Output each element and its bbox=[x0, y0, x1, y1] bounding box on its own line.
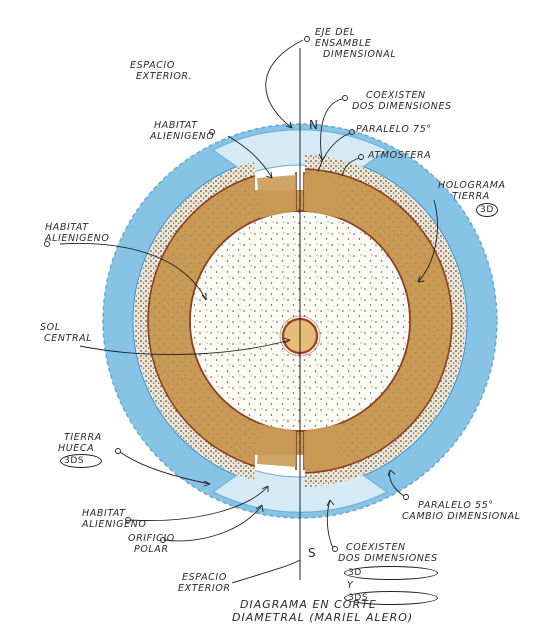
label-paralelo-55: PARALELO 55° CAMBIO DIMENSIONAL bbox=[402, 500, 521, 522]
label-espacio-top-line1: ESPACIO bbox=[130, 60, 175, 71]
leader-dots bbox=[44, 36, 409, 552]
label-eje-dimensional: EJE DEL ENSAMBLE DIMENSIONAL bbox=[315, 27, 396, 60]
badge-3ds: 3DS bbox=[60, 454, 102, 468]
label-coexisten-bottom-line2: DOS DIMENSIONES bbox=[338, 553, 438, 564]
label-habitat-left: HABITAT ALIENIGENO bbox=[45, 222, 109, 244]
label-espacio-exterior-top: ESPACIO EXTERIOR. bbox=[130, 60, 192, 82]
label-habitat-bottom-line1: HABITAT bbox=[82, 508, 126, 519]
label-coexisten-top-line2: DOS DIMENSIONES bbox=[352, 101, 452, 112]
label-atmosfera: ATMOSFERA bbox=[368, 150, 432, 161]
label-habitat-top: HABITAT ALIENIGENO bbox=[150, 120, 214, 142]
label-coexisten-top: COEXISTEN DOS DIMENSIONES bbox=[352, 90, 452, 112]
label-tierra-hueca: TIERRA HUECA 3DS bbox=[58, 432, 102, 468]
label-holograma-line1: HOLOGRAMA bbox=[438, 180, 506, 191]
label-coexisten-badges: 3D Y 3DS bbox=[338, 566, 438, 605]
label-paralelo-75: PARALELO 75° bbox=[356, 124, 432, 135]
label-habitat-top-line1: HABITAT bbox=[154, 120, 198, 131]
label-habitat-top-line2: ALIENIGENO bbox=[150, 131, 215, 142]
label-habitat-left-line1: HABITAT bbox=[45, 222, 89, 233]
badge-3d-bottom: 3D bbox=[344, 566, 438, 580]
leader-lines bbox=[59, 39, 438, 584]
label-sol-central: SOL CENTRAL bbox=[40, 322, 92, 344]
crust-polar-fill bbox=[257, 175, 343, 467]
label-eje-line1: EJE DEL bbox=[315, 27, 356, 38]
diagram-title-line1: DIAGRAMA EN CORTE bbox=[240, 598, 377, 611]
diagram-title-line2: DIAMETRAL (MARIEL ALERO) bbox=[232, 611, 414, 624]
badge-3d: 3D bbox=[438, 203, 506, 217]
diagram-title: DIAGRAMA EN CORTE DIAMETRAL (MARIEL ALER… bbox=[232, 598, 413, 624]
label-orificio-line1: ORIFICIO bbox=[128, 533, 175, 544]
label-paralelo55-line1: PARALELO 55° bbox=[418, 500, 494, 511]
label-tierra-line2: HUECA 3DS bbox=[58, 443, 102, 468]
label-holograma-tierra: HOLOGRAMA TIERRA 3D bbox=[438, 180, 506, 217]
label-eje-line3: DIMENSIONAL bbox=[323, 49, 397, 60]
label-habitat-left-line2: ALIENIGENO bbox=[45, 233, 110, 244]
label-holograma-line2: TIERRA bbox=[452, 191, 490, 202]
label-coexisten-top-line1: COEXISTEN bbox=[366, 90, 426, 101]
south-marker: S bbox=[308, 546, 317, 560]
label-habitat-bottom-line2: ALIENIGENO bbox=[82, 519, 147, 530]
label-sol-line2: CENTRAL bbox=[44, 333, 93, 344]
label-sol-line1: SOL bbox=[40, 322, 61, 333]
label-eje-line2: ENSAMBLE bbox=[315, 38, 372, 49]
label-y: Y bbox=[347, 580, 354, 591]
label-orificio-polar: ORIFICIO POLAR bbox=[128, 533, 175, 555]
label-paralelo55-line2: CAMBIO DIMENSIONAL bbox=[402, 511, 521, 522]
label-espacio-bottom-line1: ESPACIO bbox=[182, 572, 227, 583]
north-marker: N bbox=[309, 118, 319, 132]
label-orificio-line2: POLAR bbox=[134, 544, 169, 555]
label-habitat-bottom: HABITAT ALIENIGENO bbox=[82, 508, 146, 530]
label-tierra-line1: TIERRA bbox=[64, 432, 102, 443]
badge-3ds-bottom: 3DS bbox=[344, 591, 438, 605]
label-espacio-top-line2: EXTERIOR. bbox=[136, 71, 193, 82]
label-coexisten-bottom: COEXISTEN DOS DIMENSIONES 3D Y 3DS bbox=[338, 542, 438, 605]
label-espacio-exterior-bottom: ESPACIO EXTERIOR bbox=[178, 572, 231, 594]
label-espacio-bottom-line2: EXTERIOR bbox=[178, 583, 231, 594]
label-coexisten-bottom-line1: COEXISTEN bbox=[346, 542, 406, 553]
